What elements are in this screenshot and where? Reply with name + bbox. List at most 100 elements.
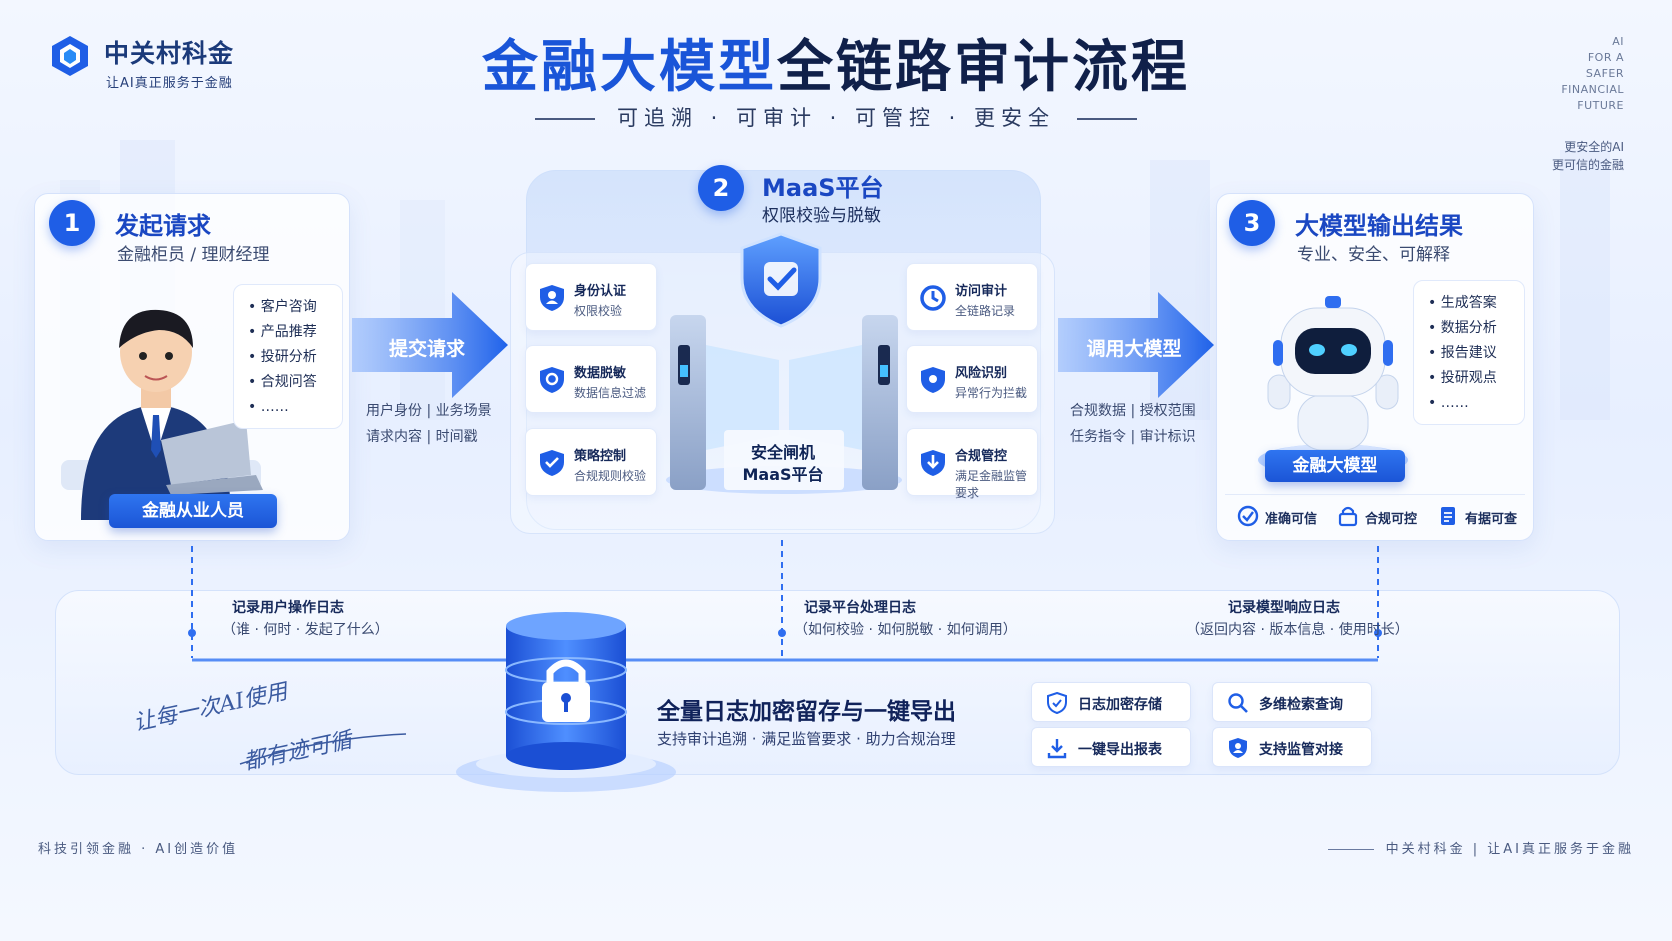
step2-number: 2 <box>698 165 744 211</box>
feature-title: 策略控制 <box>574 449 627 464</box>
feature-title: 风险识别 <box>955 366 1008 381</box>
list-item: 投研观点 <box>1428 366 1510 391</box>
shield-check-icon <box>1047 692 1067 714</box>
button-label: 日志加密存储 <box>1078 697 1162 713</box>
log-platform-desc: （如何校验 · 如何脱敏 · 如何调用） <box>794 622 1017 638</box>
feature-identity-auth: 身份认证 权限校验 <box>525 263 657 331</box>
arrow2-notes: 合规数据 | 授权范围 任务指令 | 审计标识 <box>1070 398 1196 450</box>
feature-desc: 异常行为拦截 <box>955 386 1028 400</box>
feature-data-masking: 数据脱敏 数据信息过滤 <box>525 345 657 413</box>
handwriting-underline <box>239 733 407 765</box>
storage-subtitle: 支持审计追溯 · 满足监管要求 · 助力合规治理 <box>657 730 956 748</box>
list-item: …… <box>1428 391 1510 416</box>
list-item: …… <box>248 395 328 420</box>
feature-risk-detection: 风险识别 异常行为拦截 <box>906 345 1038 413</box>
feature-desc: 权限校验 <box>574 304 623 318</box>
step1-card: 1 发起请求 金融柜员 / 理财经理 客户咨询 产品推荐 投研分析 合规问答 …… <box>34 193 350 541</box>
step3-badge: 金融大模型 <box>1265 450 1405 482</box>
mask-shield-icon <box>540 367 564 393</box>
search-query-button[interactable]: 多维检索查询 <box>1212 682 1372 722</box>
corner-en-line: AI <box>1612 35 1624 48</box>
user-shield-icon <box>540 285 564 311</box>
step2-subtitle: 权限校验与脱敏 <box>762 206 881 226</box>
arrow1-notes: 用户身份 | 业务场景 请求内容 | 时间戳 <box>366 398 492 450</box>
security-gate-icon <box>666 315 902 494</box>
gate-label-line: 安全闸机 <box>750 443 815 462</box>
tag-accurate: 准确可信 <box>1265 512 1318 527</box>
audit-clock-icon <box>920 285 946 311</box>
list-item: 合规问答 <box>248 370 328 395</box>
corner-en-line: FINANCIAL <box>1561 83 1624 96</box>
button-label: 支持监管对接 <box>1259 742 1343 758</box>
tag-compliant: 合规可控 <box>1365 512 1418 527</box>
log-connectors <box>188 540 1382 662</box>
encrypted-database-icon <box>456 612 676 792</box>
step3-subtitle: 专业、安全、可解释 <box>1297 245 1450 265</box>
regulator-shield-icon <box>1229 738 1247 758</box>
subtitle-text: 可追溯 · 可审计 · 可管控 · 更安全 <box>616 106 1056 130</box>
corner-cn-line: 更可信的金融 <box>1551 158 1624 172</box>
brand-slogan: 让AI真正服务于金融 <box>106 76 233 91</box>
step1-subtitle: 金融柜员 / 理财经理 <box>117 245 270 265</box>
step3-title: 大模型输出结果 <box>1295 212 1463 240</box>
security-shield-icon <box>740 232 822 328</box>
arrow2-note: 合规数据 | 授权范围 <box>1070 403 1196 419</box>
log-user-desc: （谁 · 何时 · 发起了什么） <box>222 622 389 638</box>
regulator-link-button[interactable]: 支持监管对接 <box>1212 727 1372 767</box>
title-part-1: 金融大模型 <box>482 35 777 100</box>
step1-list: 客户咨询 产品推荐 投研分析 合规问答 …… <box>233 284 343 429</box>
feature-access-audit: 访问审计 全链路记录 <box>906 263 1038 331</box>
arrow1-label: 提交请求 <box>388 338 465 360</box>
feature-desc: 满足金融监管要求 <box>955 469 1028 500</box>
export-report-button[interactable]: 一键导出报表 <box>1031 727 1191 767</box>
brand-logo-icon <box>52 36 88 76</box>
footer-right-text: 中关村科金 | 让AI真正服务于金融 <box>1385 842 1634 857</box>
step1-title: 发起请求 <box>115 212 211 240</box>
step3-list: 生成答案 数据分析 报告建议 投研观点 …… <box>1413 280 1525 425</box>
button-label: 多维检索查询 <box>1259 697 1343 713</box>
corner-chinese: 更安全的AI 更可信的金融 <box>1552 138 1624 174</box>
list-item: 生成答案 <box>1428 291 1510 316</box>
arrow1-note: 请求内容 | 时间戳 <box>366 429 478 445</box>
search-icon <box>1228 693 1248 713</box>
feature-title: 访问审计 <box>955 284 1008 299</box>
list-item: 产品推荐 <box>248 320 328 345</box>
download-icon <box>1047 739 1067 759</box>
gate-label-line: MaaS平台 <box>742 465 824 484</box>
corner-en-line: FOR A <box>1587 51 1624 64</box>
corner-en-line: FUTURE <box>1577 99 1624 112</box>
submit-arrow-icon <box>352 292 508 398</box>
encrypted-storage-button[interactable]: 日志加密存储 <box>1031 682 1191 722</box>
footer-right: 中关村科金 | 让AI真正服务于金融 <box>1327 838 1634 857</box>
feature-title: 身份认证 <box>574 284 627 299</box>
compliance-icon <box>921 450 945 476</box>
feature-title: 数据脱敏 <box>574 366 627 381</box>
invoke-arrow-icon <box>1058 292 1214 398</box>
feature-desc: 数据信息过滤 <box>574 386 647 400</box>
arrow2-note: 任务指令 | 审计标识 <box>1070 429 1196 445</box>
corner-english: AI FOR A SAFER FINANCIAL FUTURE <box>1544 34 1624 114</box>
arrow1-note: 用户身份 | 业务场景 <box>366 403 492 419</box>
brand-name: 中关村科金 <box>104 39 235 68</box>
list-item: 报告建议 <box>1428 341 1510 366</box>
feature-desc: 合规规则校验 <box>574 469 647 483</box>
log-user-title: 记录用户操作日志 <box>232 600 344 616</box>
lock-icon <box>1338 506 1358 527</box>
footer-left: 科技引领金融 · AI创造价值 <box>38 842 239 857</box>
tag-traceable: 有据可查 <box>1465 512 1518 527</box>
list-item: 客户咨询 <box>248 295 328 320</box>
feature-title: 合规管控 <box>955 449 1008 464</box>
log-platform-title: 记录平台处理日志 <box>804 600 916 616</box>
storage-title: 全量日志加密留存与一键导出 <box>657 699 956 725</box>
log-model-desc: （返回内容 · 版本信息 · 使用时长） <box>1186 622 1409 638</box>
list-item: 数据分析 <box>1428 316 1510 341</box>
page-title: 金融大模型全链路审计流程 <box>0 22 1672 103</box>
title-part-2: 全链路审计流程 <box>777 35 1190 100</box>
gate-label: 安全闸机 MaaS平台 <box>722 442 844 486</box>
step3-card: 3 大模型输出结果 专业、安全、可解释 生成答案 数据分析 报告建议 投研观点 … <box>1216 193 1534 541</box>
step1-badge: 金融从业人员 <box>109 494 277 528</box>
step1-number: 1 <box>49 200 95 246</box>
risk-shield-icon <box>921 367 945 393</box>
arrow2-label: 调用大模型 <box>1086 338 1182 360</box>
log-model-title: 记录模型响应日志 <box>1228 600 1340 616</box>
